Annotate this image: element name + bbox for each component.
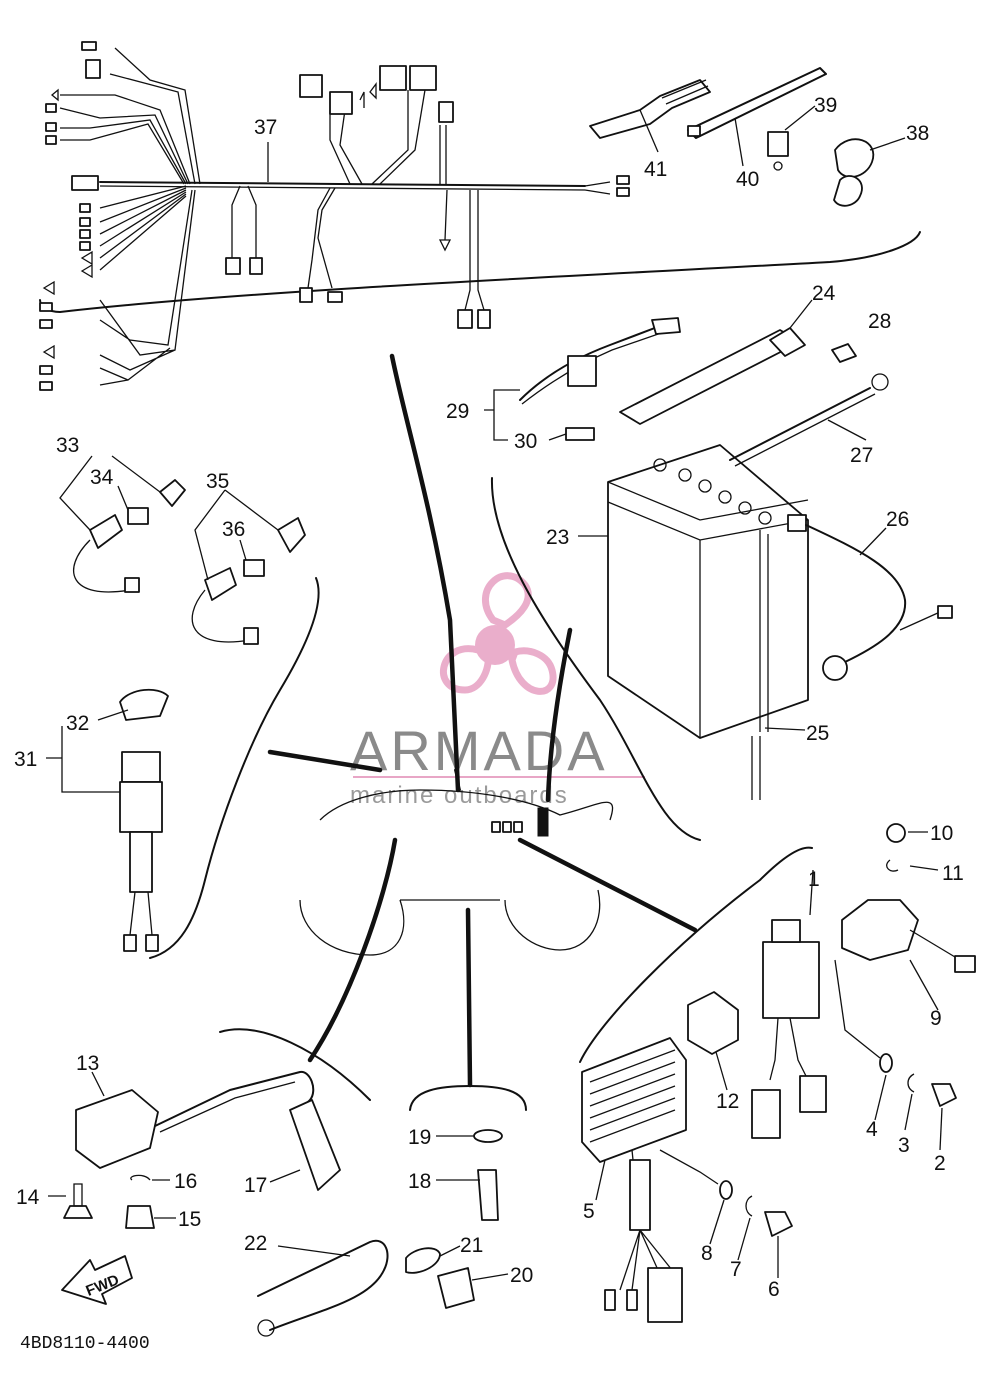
callout-29: 29 [446,400,469,423]
callout-20: 20 [510,1264,533,1287]
watermark: ARMADA marine outboards [350,572,645,809]
callout-18: 18 [408,1170,431,1193]
callout-11: 11 [942,862,964,885]
callout-12: 12 [716,1090,739,1113]
callout-14: 14 [16,1186,40,1209]
callout-26: 26 [886,508,909,531]
callout-35: 35 [206,470,229,493]
callout-23: 23 [546,526,569,549]
callout-40: 40 [736,168,759,191]
callout-13: 13 [76,1052,99,1075]
callout-36: 36 [222,518,245,541]
callout-16: 16 [174,1170,197,1193]
callout-19: 19 [408,1126,431,1149]
callout-39: 39 [814,94,837,117]
switch-group [73,479,320,959]
callout-41: 41 [644,158,667,181]
callout-37: 37 [254,116,277,139]
center-frame-outline [299,789,614,956]
callout-38: 38 [906,122,929,145]
callout-9: 9 [930,1007,942,1030]
callout-22: 22 [244,1232,267,1255]
callout-5: 5 [583,1200,595,1223]
callout-34: 34 [90,466,114,489]
part-code: 4BD8110-4400 [20,1334,150,1354]
callout-33: 33 [56,434,79,457]
callout-30: 30 [514,430,537,453]
callout-2: 2 [934,1152,946,1175]
battery-group [490,317,953,841]
callout-17: 17 [244,1174,267,1197]
callout-25: 25 [806,722,829,745]
leader-lines [267,353,698,1088]
callout-1: 1 [808,868,820,891]
forward-arrow-icon: FWD [61,1255,133,1305]
callout-27: 27 [850,444,873,467]
callout-28: 28 [868,310,891,333]
callout-leaders [46,105,943,1281]
propeller-logo-icon [439,572,557,695]
callout-10: 10 [930,822,953,845]
watermark-brand: ARMADA [350,719,608,782]
callout-4: 4 [866,1118,878,1141]
callout-24: 24 [812,282,836,305]
callout-3: 3 [898,1134,910,1157]
callout-31: 31 [14,748,37,771]
callout-6: 6 [768,1278,780,1301]
callout-7: 7 [730,1258,742,1281]
callout-32: 32 [66,712,89,735]
callout-8: 8 [701,1242,713,1265]
callout-labels: 1 2 3 4 5 6 7 8 9 10 11 12 13 14 15 16 1… [14,94,964,1301]
ignition-group: FWD [61,1028,527,1337]
wire-harness-panel [39,41,921,391]
clamps-and-bands [589,67,875,207]
electrical-group [579,823,976,1323]
callout-21: 21 [460,1234,483,1257]
callout-15: 15 [178,1208,201,1231]
